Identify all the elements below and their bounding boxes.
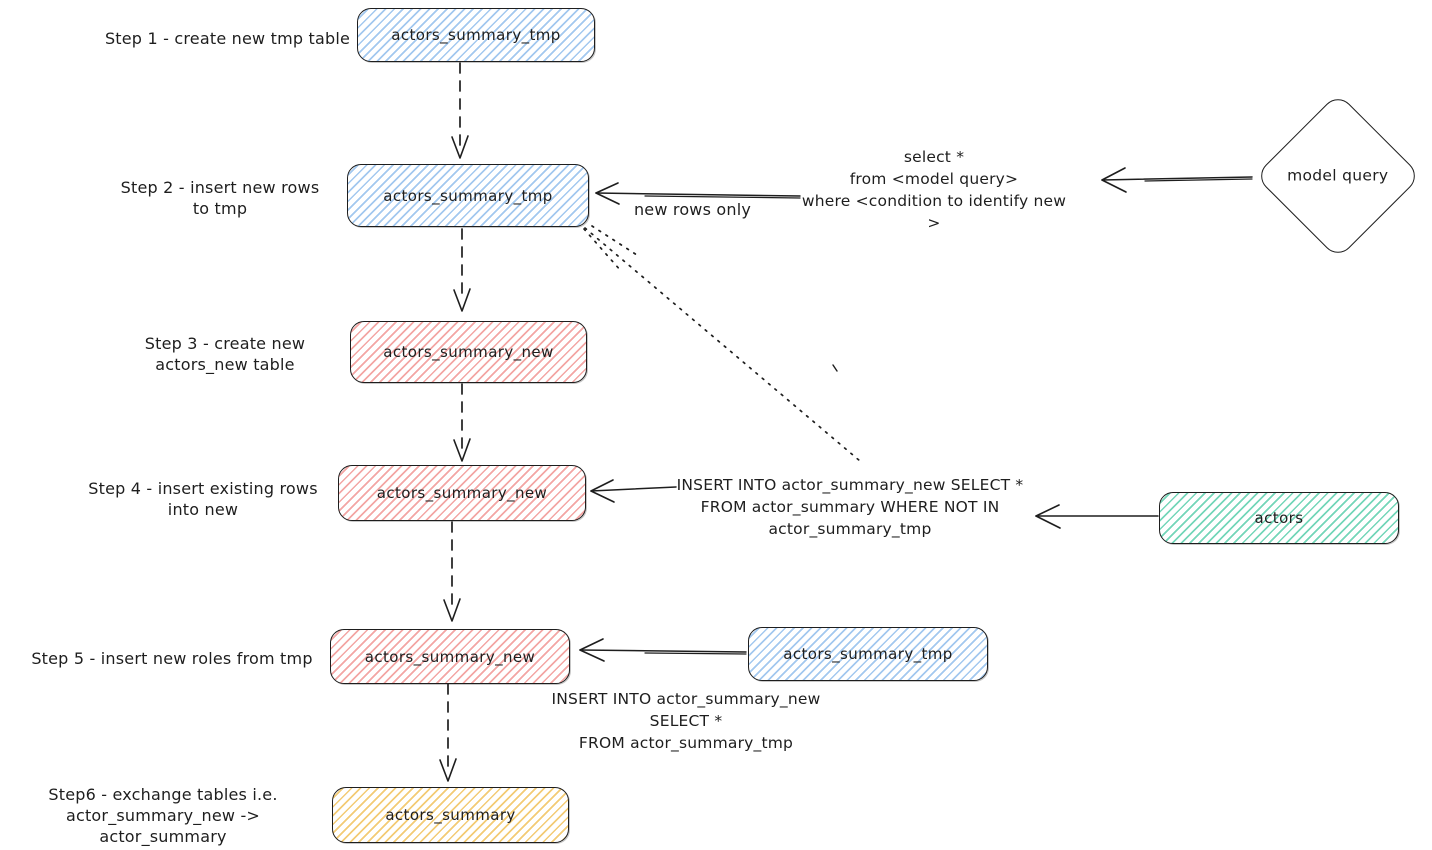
arrow-model-query-to-sql xyxy=(1101,176,1253,181)
arrow-step4-to-step5-head xyxy=(443,598,461,622)
step-3-label: Step 3 - create new actors_new table xyxy=(110,333,340,375)
annotation-line: INSERT INTO actor_summary_new xyxy=(551,690,821,708)
arrow-sql-to-step2-head xyxy=(595,182,620,205)
arrow-actors-to-sql-head xyxy=(1035,504,1061,529)
annotation-line: select * xyxy=(903,148,965,166)
node-label: actors_summary_tmp xyxy=(783,645,953,663)
step-2-label: Step 2 - insert new rows to tmp xyxy=(100,177,340,219)
node-actors-summary-tmp-source: actors_summary_tmp xyxy=(748,627,988,681)
step-1-label-line: Step 1 - create new tmp table xyxy=(104,29,351,48)
arrow-tmp-to-step5-double xyxy=(644,652,747,655)
arrow-step5-to-step6-head xyxy=(439,758,457,782)
node-actors-summary-new-step3: actors_summary_new xyxy=(350,321,587,383)
step-4-label-line2: into new xyxy=(167,500,239,519)
arrow-tmp-to-step5 xyxy=(579,649,747,653)
dotted-link-step2-to-insert-sql xyxy=(584,227,861,462)
step-2-label-line1: Step 2 - insert new rows xyxy=(120,178,320,197)
node-actors-source: actors xyxy=(1159,492,1399,544)
arrow-tmp-to-step5-head xyxy=(579,638,605,662)
annotation-select-sql: select * from <model query> where <condi… xyxy=(794,146,1074,234)
node-label: model query xyxy=(1287,167,1389,185)
node-model-query: model query xyxy=(1254,92,1422,260)
dotted-link-head-stroke-2 xyxy=(591,225,641,258)
step-4-label-line1: Step 4 - insert existing rows xyxy=(88,479,318,498)
node-label: actors_summary_new xyxy=(383,343,554,361)
annotation-line: from <model query> xyxy=(849,170,1019,188)
node-label: actors_summary_tmp xyxy=(383,186,553,205)
node-label: actors xyxy=(1254,509,1304,527)
node-actors-summary-new-step5: actors_summary_new xyxy=(330,629,570,684)
arrow-insert-sql-to-step4 xyxy=(590,486,677,492)
annotation-line: actor_summary_tmp xyxy=(768,520,932,538)
annotation-new-rows-only: new rows only xyxy=(630,199,755,221)
annotation-line: FROM actor_summary WHERE NOT IN xyxy=(700,498,1000,516)
step-3-label-line1: Step 3 - create new xyxy=(144,334,306,353)
arrow-model-query-to-sql-double xyxy=(1144,178,1253,182)
step-6-label: Step6 - exchange tables i.e. actor_summa… xyxy=(2,784,324,847)
node-label: actors_summary_tmp xyxy=(391,26,561,44)
node-label: actors_summary_new xyxy=(364,647,536,666)
step-3-label-line2: actors_new table xyxy=(155,355,295,374)
node-actors-summary-tmp-step1: actors_summary_tmp xyxy=(357,8,595,62)
step-6-label-line2: actor_summary_new -> actor_summary xyxy=(65,806,261,846)
arrow-step1-to-step2-head xyxy=(451,135,469,159)
arrow-insert-sql-to-step4-head xyxy=(590,479,615,503)
annotation-line: SELECT * xyxy=(649,712,723,730)
annotation-insert-tmp-sql: INSERT INTO actor_summary_new SELECT * F… xyxy=(536,688,836,754)
node-actors-summary-step6: actors_summary xyxy=(332,787,569,843)
annotation-line: INSERT INTO actor_summary_new SELECT * xyxy=(676,476,1024,494)
arrow-model-query-to-sql-head xyxy=(1101,167,1127,193)
step-5-label-line: Step 5 - insert new roles from tmp xyxy=(31,649,313,668)
arrow-sql-to-step2 xyxy=(595,192,801,197)
annotation-line: FROM actor_summary_tmp xyxy=(578,734,794,752)
node-actors-summary-tmp-step2: actors_summary_tmp xyxy=(347,164,589,227)
node-actors-summary-new-step4: actors_summary_new xyxy=(338,465,586,521)
stray-mark xyxy=(832,364,838,372)
annotation-insert-existing-sql: INSERT INTO actor_summary_new SELECT * F… xyxy=(676,474,1024,540)
arrow-sql-to-step2-double xyxy=(644,195,801,199)
dotted-link-head-stroke-1 xyxy=(583,228,622,272)
node-label: actors_summary_new xyxy=(376,484,548,502)
arrow-step3-to-step4-head xyxy=(453,438,471,462)
node-label: actors_summary xyxy=(385,806,516,824)
step-2-label-line2: to tmp xyxy=(192,199,248,218)
step-1-label: Step 1 - create new tmp table xyxy=(100,28,355,49)
annotation-line: where <condition to identify new > xyxy=(801,192,1067,232)
arrow-step2-to-step3-head xyxy=(453,288,471,312)
step-5-label: Step 5 - insert new roles from tmp xyxy=(22,648,322,669)
annotation-line: new rows only xyxy=(633,200,752,219)
step-4-label: Step 4 - insert existing rows into new xyxy=(83,478,323,520)
step-6-label-line1: Step6 - exchange tables i.e. xyxy=(48,785,278,804)
